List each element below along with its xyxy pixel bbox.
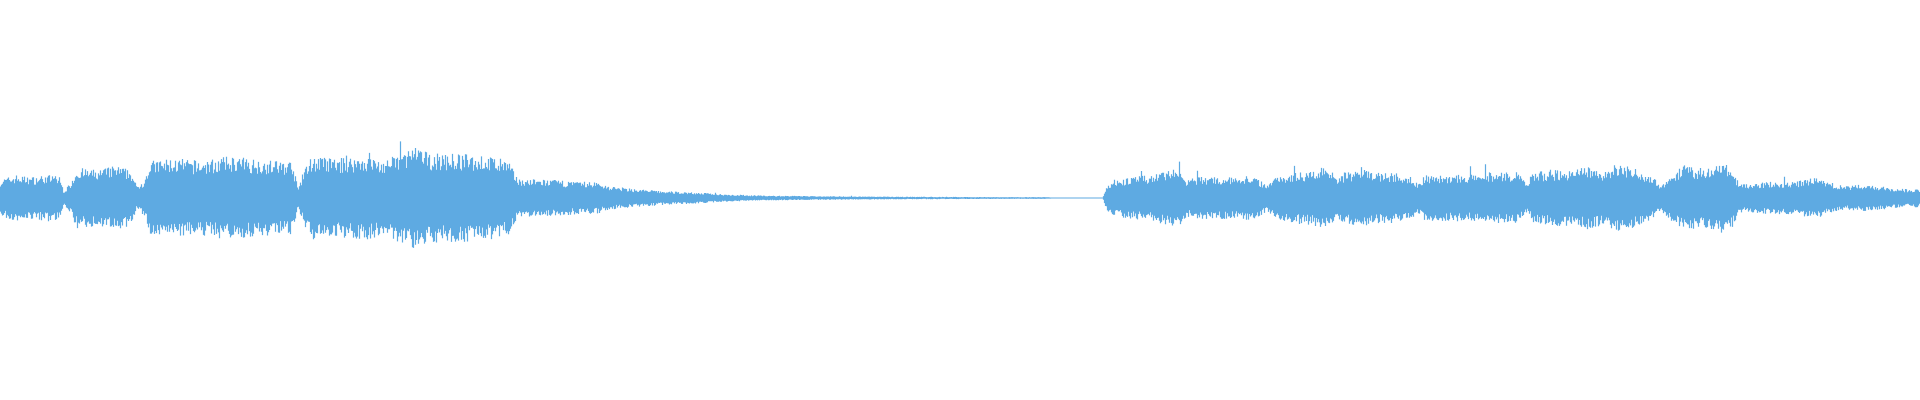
waveform-trace [0, 141, 1920, 248]
